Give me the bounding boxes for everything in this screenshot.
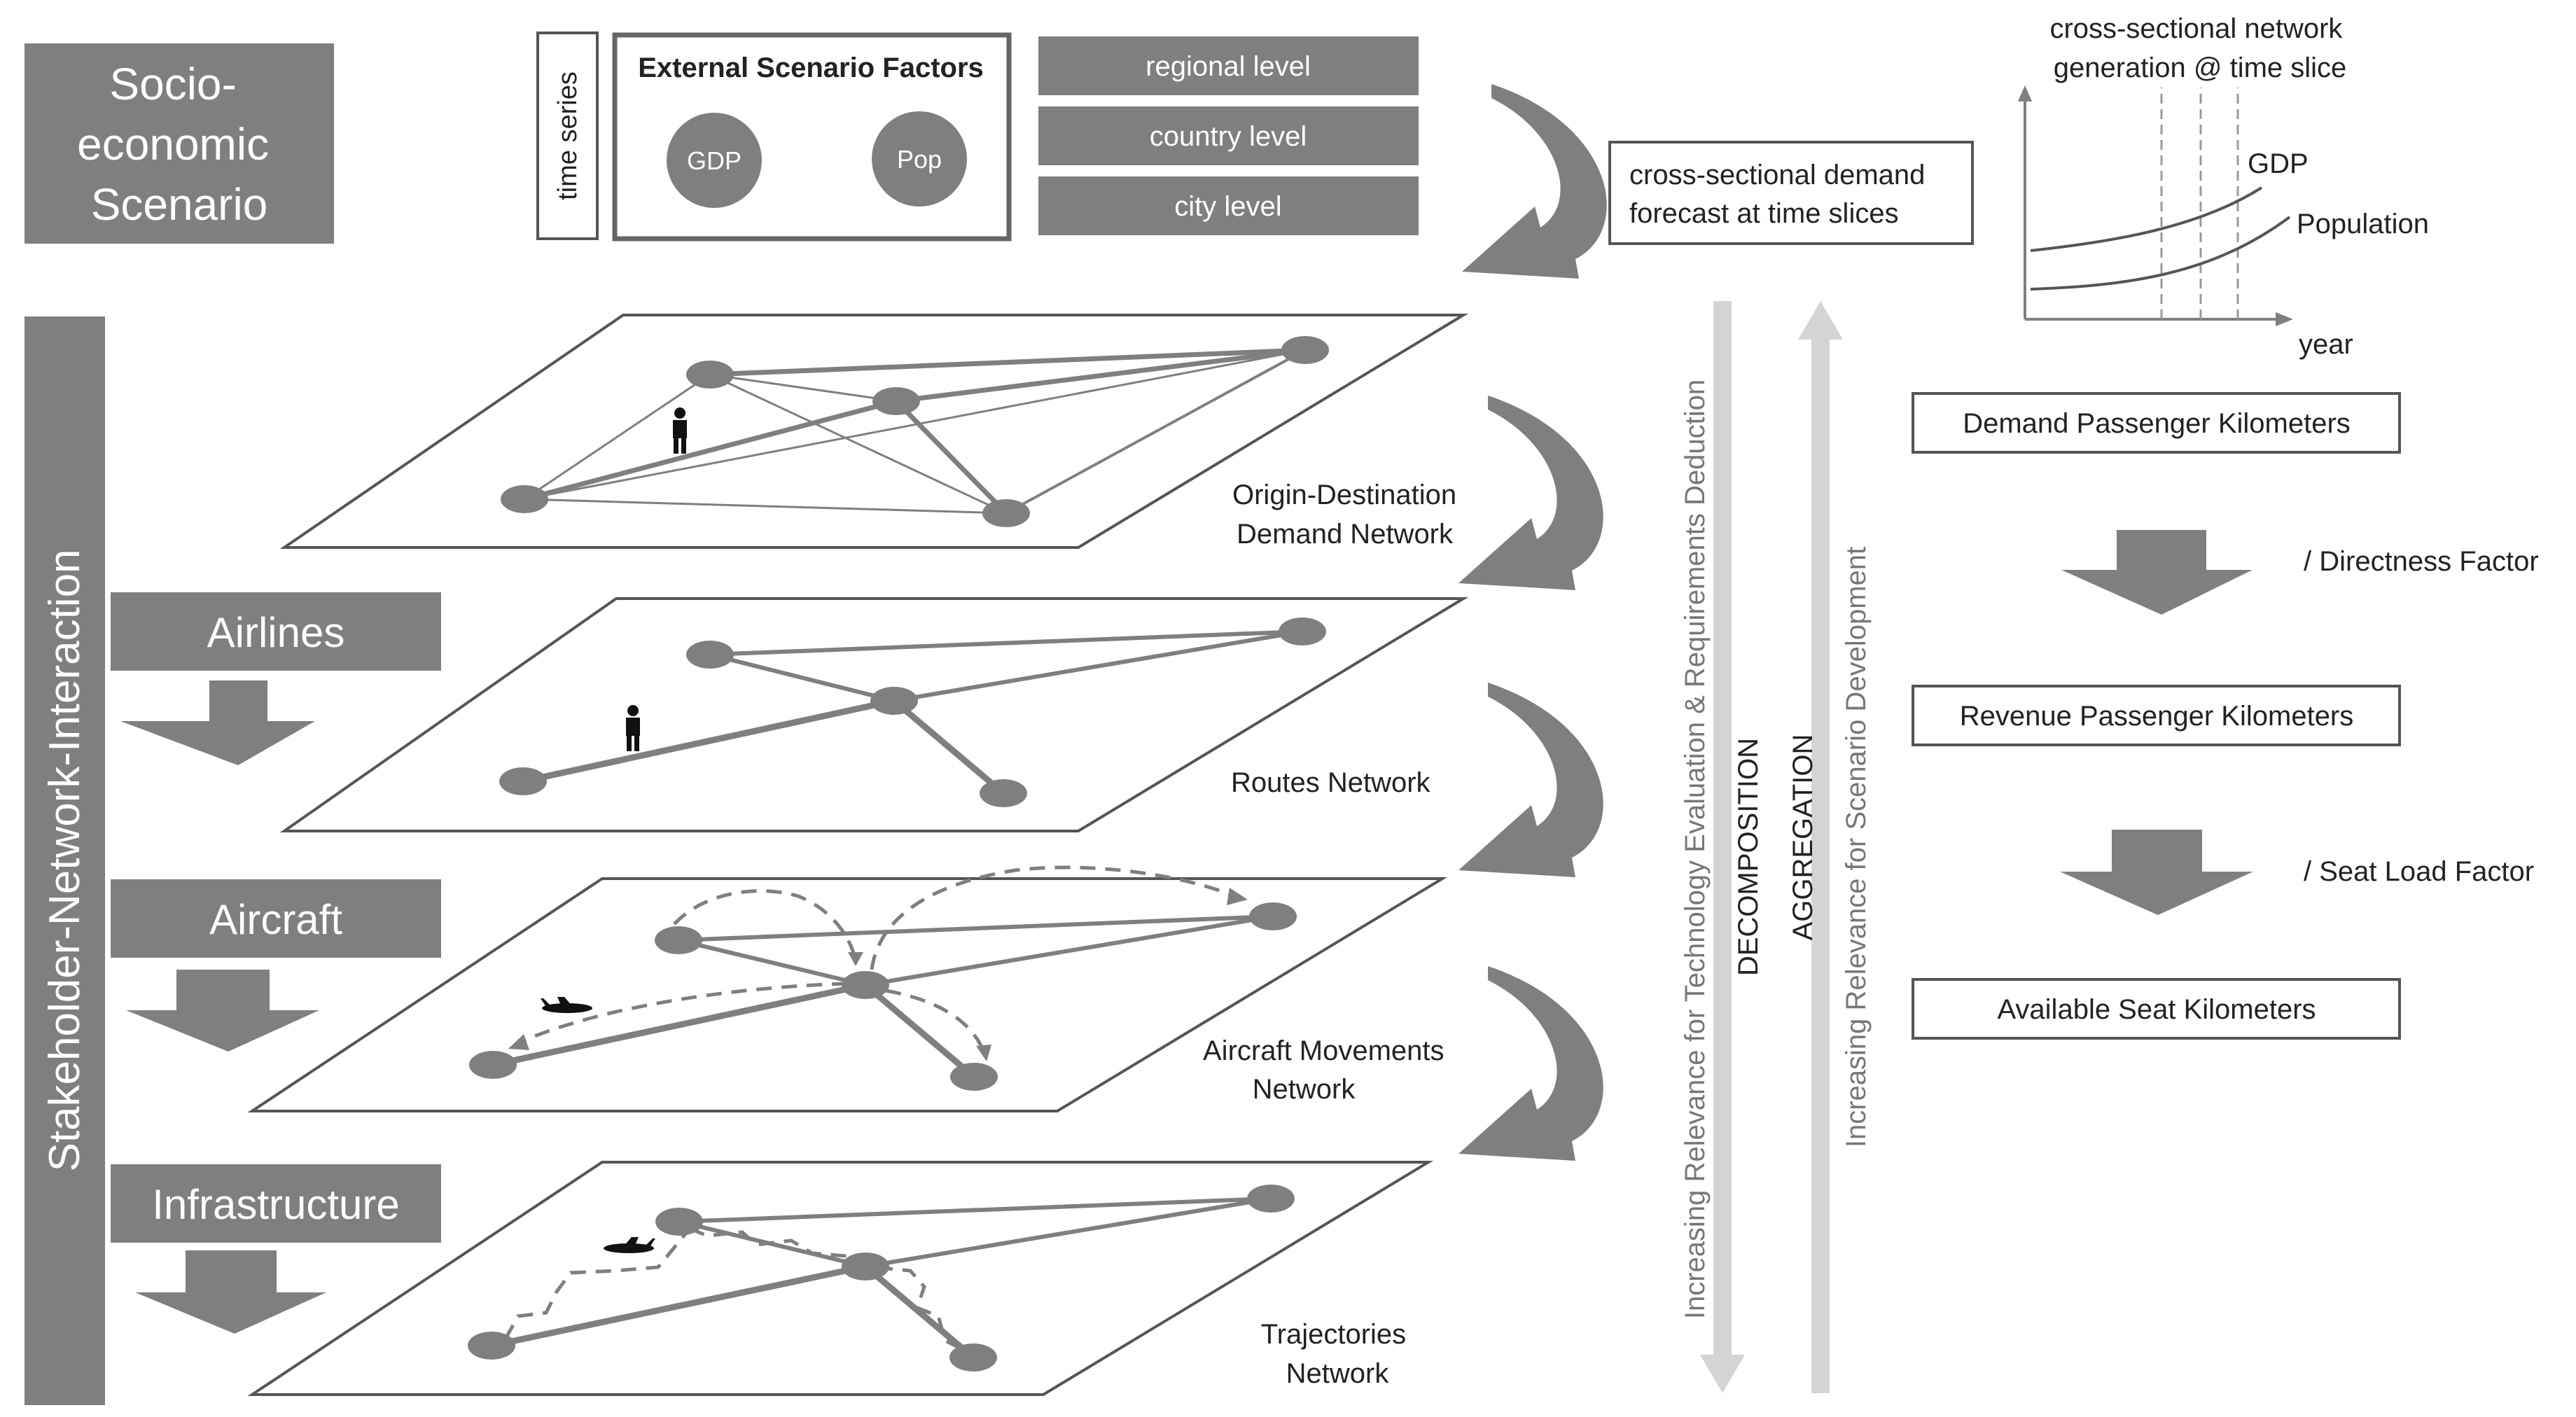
- aircraft-label: Aircraft: [209, 896, 342, 943]
- od-network-label-1: Origin-Destination: [1232, 480, 1456, 510]
- scenario-title-line-1: Socio-: [109, 59, 236, 109]
- graph-title-line-2: generation @ time slice: [2054, 53, 2347, 83]
- trajectories-network: Trajectories Network: [247, 1161, 1434, 1396]
- routes-network: Routes Network: [279, 597, 1469, 832]
- od-demand-network: Origin-Destination Demand Network: [279, 314, 1469, 550]
- regional-level-label: regional level: [1146, 51, 1311, 82]
- forecast-box: cross-sectional demand forecast at time …: [1608, 141, 1974, 245]
- svg-text:Socio- economic Sc: Socio- economic Scenario: [77, 59, 281, 230]
- time-series-box: time series: [536, 32, 599, 240]
- stakeholder-panel-title: Stakeholder-Network-Interaction: [41, 549, 89, 1171]
- aircraft-arrow: [126, 970, 319, 1052]
- person-icon: [673, 407, 687, 454]
- curved-arrow-4: [1458, 966, 1603, 1161]
- scenario-title-line-3: Scenario: [91, 179, 268, 230]
- svg-text:cross-sectional network: cross-sectional network generation @ tim…: [2049, 13, 2350, 83]
- svg-text:Aircraft Movements Netwo: Aircraft Movements Network: [1203, 1035, 1452, 1105]
- demand-pkm-label: Demand Passenger Kilometers: [1963, 408, 2351, 439]
- revenue-pkm-label: Revenue Passenger Kilometers: [1960, 701, 2354, 732]
- levels-stack: regional level country level city level: [1038, 36, 1419, 235]
- aircraft-movements-network: Aircraft Movements Network: [247, 865, 1452, 1112]
- graph-title-line-1: cross-sectional network: [2049, 13, 2343, 44]
- graph-series-population: Population: [2297, 209, 2429, 239]
- infrastructure-label: Infrastructure: [152, 1181, 399, 1228]
- city-level-label: city level: [1174, 191, 1281, 222]
- routes-network-label: Routes Network: [1231, 767, 1431, 798]
- revenue-pkm-box: [1912, 685, 2401, 746]
- aircraft-network-label-1: Aircraft Movements: [1203, 1035, 1444, 1066]
- pop-circle: [872, 111, 967, 207]
- od-network-label-2: Demand Network: [1237, 519, 1454, 550]
- airplane-icon: [604, 1237, 655, 1253]
- svg-text:Origin-Destination Deman: Origin-Destination Demand Network: [1232, 480, 1464, 550]
- demand-pkm-box: [1912, 392, 2401, 454]
- stakeholder-panel: Stakeholder-Network-Interaction: [25, 316, 105, 1405]
- curved-arrow-3: [1458, 683, 1603, 877]
- scenario-title-line-2: economic: [77, 119, 269, 169]
- gdp-circle: [667, 113, 762, 208]
- available-skm-label: Available Seat Kilometers: [1997, 994, 2316, 1025]
- aggregation-arrow: [1798, 301, 1843, 1393]
- vertical-label-scenario: Increasing Relevance for Scenario Develo…: [1841, 547, 1872, 1147]
- aircraft-network-label-2: Network: [1253, 1074, 1356, 1105]
- available-skm-box: [1912, 978, 2401, 1040]
- gdp-label: GDP: [687, 146, 742, 175]
- graph-series-gdp: GDP: [2248, 148, 2309, 179]
- airlines-arrow: [120, 680, 315, 765]
- directness-factor-label: / Directness Factor: [2304, 546, 2539, 577]
- vertical-label-technology: Increasing Relevance for Technology Eval…: [1680, 379, 1711, 1319]
- external-factors-box: External Scenario Factors GDP Pop: [612, 32, 1012, 242]
- directness-arrow: [2061, 530, 2253, 615]
- metrics-column: Demand Passenger Kilometers / Directness…: [1912, 392, 2539, 1040]
- time-series-label: time series: [553, 71, 583, 200]
- curved-arrow-2: [1458, 396, 1603, 590]
- forecast-line-1: cross-sectional demand: [1629, 160, 1925, 190]
- load-factor-arrow: [2060, 830, 2253, 915]
- airlines-label: Airlines: [207, 609, 345, 656]
- vertical-label-decomposition: DECOMPOSITION: [1733, 738, 1764, 976]
- seat-load-factor-label: / Seat Load Factor: [2304, 856, 2534, 887]
- time-slice-graph: cross-sectional network generation @ tim…: [2018, 13, 2429, 360]
- stakeholder-infrastructure: Infrastructure: [111, 1164, 441, 1334]
- infrastructure-arrow: [135, 1250, 326, 1334]
- svg-text:cross-sectional demand f: cross-sectional demand forecast at time …: [1629, 160, 1933, 229]
- pop-label: Pop: [897, 145, 942, 174]
- curved-arrow-1: [1462, 84, 1607, 279]
- external-factors-title: External Scenario Factors: [638, 53, 984, 83]
- decomposition-arrow: [1700, 301, 1745, 1393]
- stakeholder-airlines: Airlines: [111, 592, 441, 765]
- graph-xlabel: year: [2299, 329, 2353, 360]
- trajectories-label-2: Network: [1286, 1358, 1390, 1389]
- vertical-label-aggregation: AGGREGATION: [1788, 734, 1818, 941]
- stakeholder-aircraft: Aircraft: [111, 879, 441, 1052]
- socio-economic-scenario-box: Socio- economic Scenario: [25, 43, 334, 244]
- curved-arrows: [1458, 84, 1607, 1161]
- trajectories-label-1: Trajectories: [1261, 1319, 1406, 1350]
- country-level-label: country level: [1150, 121, 1307, 152]
- person-icon: [626, 705, 640, 751]
- airplane-icon: [541, 997, 592, 1013]
- forecast-line-2: forecast at time slices: [1629, 198, 1899, 229]
- svg-text:Trajectories Network: Trajectories Network: [1261, 1319, 1414, 1389]
